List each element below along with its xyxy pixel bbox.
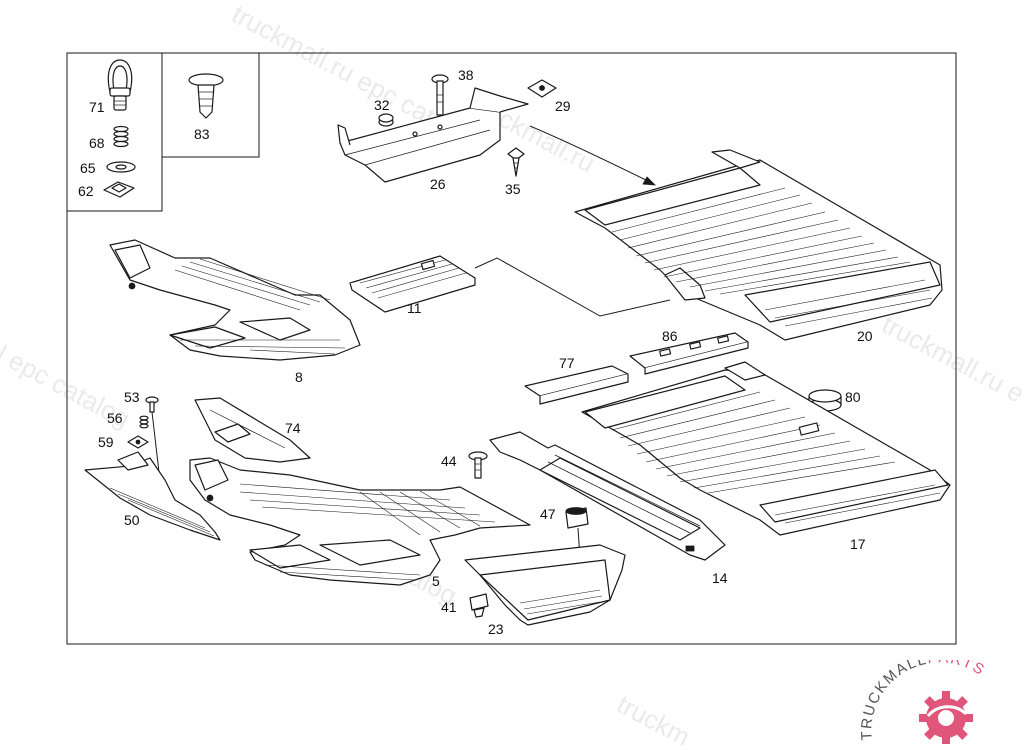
part-65-washer[interactable] (106, 161, 136, 173)
callout-20: 20 (857, 328, 873, 344)
part-35-screw[interactable] (507, 147, 525, 177)
part-62-clip-plate[interactable] (103, 181, 135, 198)
brand-name-part1: TRUCKMALL (858, 660, 929, 741)
leader-11-to-20 (474, 257, 671, 317)
part-20-rear-floor-panel[interactable] (574, 149, 943, 341)
leader-arrow-26-to-20 (529, 125, 651, 183)
callout-77: 77 (559, 355, 575, 371)
part-59-nut[interactable] (127, 435, 149, 449)
callout-80: 80 (845, 389, 861, 405)
callout-41: 41 (441, 599, 457, 615)
arrow-head (642, 176, 657, 186)
diagram-frame (66, 52, 957, 645)
part-26-channel-bracket[interactable] (337, 87, 529, 183)
inset-box-fasteners (67, 53, 260, 212)
part-56-spring-clip[interactable] (139, 415, 149, 429)
part-77-trim-strip[interactable] (524, 365, 629, 405)
part-14-side-sill[interactable] (489, 431, 726, 561)
callout-68: 68 (89, 135, 105, 151)
callout-26: 26 (430, 176, 446, 192)
callout-86: 86 (662, 328, 678, 344)
part-68-spring[interactable] (113, 125, 129, 148)
part-8-front-floor-left[interactable] (109, 239, 361, 361)
part-83-push-rivet[interactable] (188, 73, 224, 119)
callout-53: 53 (124, 389, 140, 405)
part-32-grommet[interactable] (378, 113, 394, 127)
callout-38: 38 (458, 67, 474, 83)
callout-44: 44 (441, 453, 457, 469)
part-74-console-bracket[interactable] (194, 397, 311, 463)
callout-labels: 71 68 65 62 83 32 38 29 26 35 20 11 8 86… (78, 67, 873, 637)
callout-65: 65 (80, 160, 96, 176)
callout-56: 56 (107, 410, 123, 426)
part-50-front-panel[interactable] (84, 451, 221, 541)
part-71-tie-down-ring[interactable] (107, 59, 133, 111)
part-23-step-well[interactable] (464, 544, 626, 626)
callout-71: 71 (89, 99, 105, 115)
brand-name-part2: PARTS (927, 660, 989, 679)
callout-23: 23 (488, 621, 504, 637)
callout-29: 29 (555, 98, 571, 114)
callout-74: 74 (285, 420, 301, 436)
part-17-mid-floor-panel[interactable] (581, 361, 951, 536)
callout-62: 62 (78, 183, 94, 199)
callout-35: 35 (505, 181, 521, 197)
brand-wordmark: TRUCKMALLPARTS (858, 660, 988, 741)
watermark-text: truckmall.ru e (877, 309, 1024, 409)
part-44-screw[interactable] (468, 451, 488, 479)
part-11-floor-section[interactable] (349, 255, 476, 313)
callout-50: 50 (124, 512, 140, 528)
gear-icon (919, 691, 973, 744)
part-41-clip[interactable] (469, 593, 489, 618)
callout-59: 59 (98, 434, 114, 450)
callout-14: 14 (712, 570, 728, 586)
callout-17: 17 (850, 536, 866, 552)
callout-32: 32 (374, 97, 390, 113)
watermark-text: truckm (612, 689, 695, 750)
part-86-trim-strip[interactable] (629, 332, 749, 375)
callout-5: 5 (432, 573, 440, 589)
part-53-rivet[interactable] (145, 396, 159, 413)
truckmall-parts-logo: TRUCKMALLPARTS (858, 660, 988, 744)
callout-8: 8 (295, 369, 303, 385)
callout-47: 47 (540, 506, 556, 522)
part-38-bolt[interactable] (431, 74, 449, 116)
callout-83: 83 (194, 126, 210, 142)
part-29-nut-clip[interactable] (527, 79, 557, 98)
callout-11: 11 (407, 300, 422, 316)
part-47-cap[interactable] (565, 507, 589, 529)
part-5-main-front-floor[interactable] (189, 457, 531, 586)
